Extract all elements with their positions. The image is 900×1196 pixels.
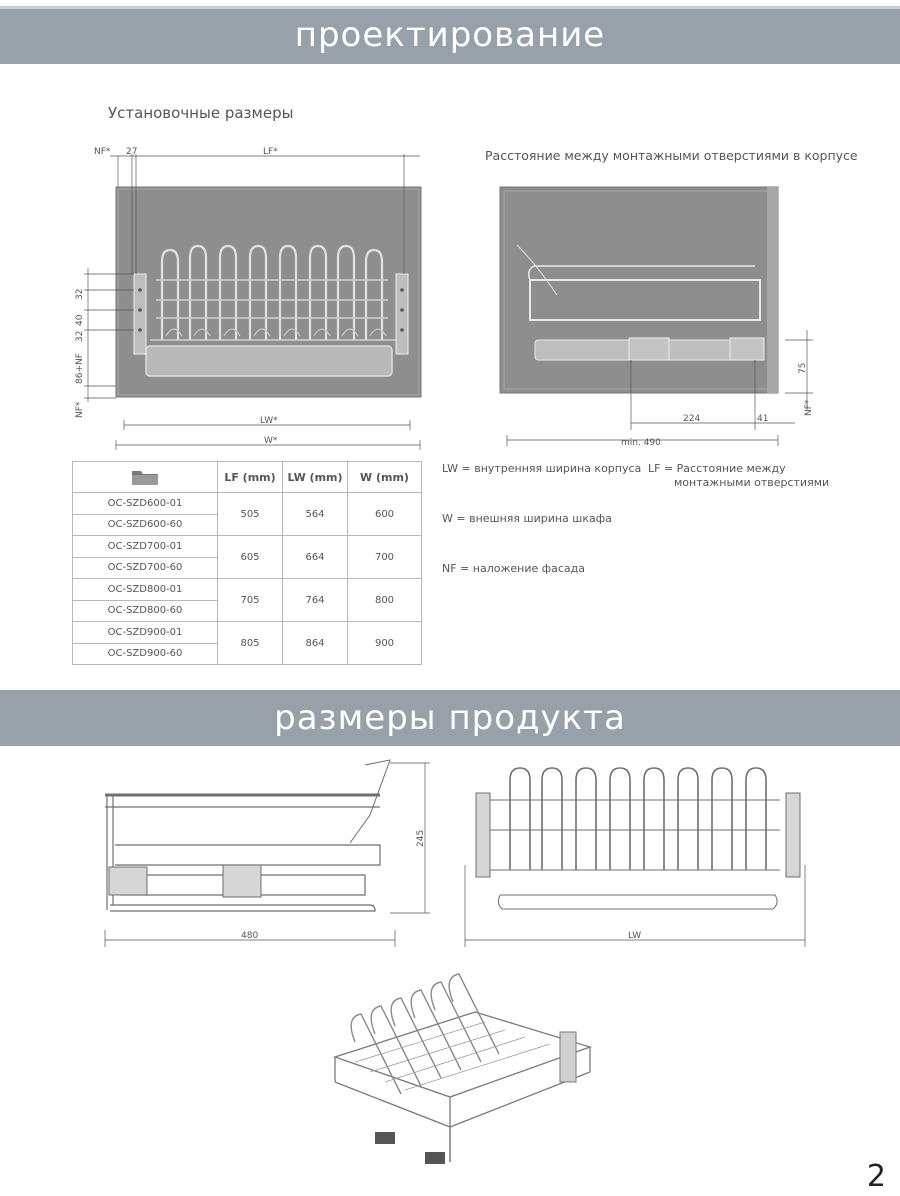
product-front-view: LW: [464, 767, 806, 947]
w-cell: 800: [347, 578, 422, 622]
side-plate-left: [108, 866, 148, 896]
dim-41-label: 41: [757, 414, 768, 424]
legend-lf-line1: LF = Расстояние между: [648, 462, 786, 475]
model-cell: OC-SZD900-01: [72, 621, 218, 644]
w-cell: 700: [347, 535, 422, 579]
model-cell: OC-SZD700-60: [72, 556, 218, 579]
left-bracket: [133, 273, 147, 355]
lf-cell: 605: [217, 535, 283, 579]
dim-245-label: 245: [416, 830, 426, 847]
iso-bracket: [559, 1031, 577, 1083]
dim-27-label: 27: [126, 147, 137, 157]
lw-cell: 664: [282, 535, 348, 579]
product-isometric-view: [332, 973, 593, 1164]
table-row: OC-SZD800-01 705 764 800: [72, 578, 422, 622]
dim-480-label: 480: [241, 931, 258, 941]
model-cell: OC-SZD800-01: [72, 578, 218, 601]
table-row: OC-SZD900-60: [72, 642, 422, 665]
page-number: 2: [866, 1159, 886, 1194]
legend-lw: LW = внутренняя ширина корпуса: [442, 462, 642, 475]
dim-32-label: 32: [75, 289, 85, 300]
lf-cell: 805: [217, 621, 283, 665]
section-header-design: проектирование: [0, 6, 900, 64]
dim-86nf-label: 86+NF: [75, 353, 85, 384]
size-spec-table: LF (mm) LW (mm) W (mm) OC-SZD600-01 505 …: [72, 461, 422, 665]
model-cell: OC-SZD600-01: [72, 492, 218, 515]
dim-min490-label: min. 490: [621, 438, 661, 448]
table-header-w: W (mm): [347, 461, 422, 493]
side-plate-right: [222, 864, 262, 898]
side-installation-drawing: 224 41 min. 490 75 NF*: [499, 186, 814, 448]
w-cell: 600: [347, 492, 422, 536]
cabinet-side-panel: [499, 186, 779, 394]
product-side-view: 245 480: [104, 759, 430, 947]
model-cell: OC-SZD900-60: [72, 642, 218, 665]
w-cell: 900: [347, 621, 422, 665]
table-header-row: LF (mm) LW (mm) W (mm): [72, 461, 422, 493]
model-cell: OC-SZD600-60: [72, 513, 218, 536]
iso-foot-left: [375, 1132, 395, 1144]
model-cell: OC-SZD800-60: [72, 599, 218, 622]
section-header-product-size: размеры продукта: [0, 690, 900, 746]
lw-cell: 864: [282, 621, 348, 665]
drip-tray: [145, 345, 393, 377]
right-bracket: [395, 273, 409, 355]
dim-32c-label: 32: [75, 331, 85, 342]
table-row: OC-SZD700-01 605 664 700: [72, 535, 422, 579]
mount-plate-right: [729, 337, 765, 361]
dim-nf-right-label: NF*: [804, 399, 814, 416]
legend-lf-line2: монтажными отверстиями: [674, 476, 830, 489]
table-header-icon-cell: [72, 461, 218, 493]
lw-cell: 564: [282, 492, 348, 536]
dim-nf-label: NF*: [94, 147, 111, 157]
dim-40-label: 40: [75, 314, 85, 326]
dim-lf-label: LF*: [263, 147, 278, 157]
dim-nf2-label: NF*: [75, 401, 85, 418]
dim-224-label: 224: [683, 414, 700, 424]
folder-icon: [132, 471, 158, 485]
model-cell: OC-SZD700-01: [72, 535, 218, 558]
installation-dimensions-title: Установочные размеры: [108, 104, 294, 122]
lf-cell: 705: [217, 578, 283, 622]
header-top-rule: [0, 6, 900, 9]
table-header-lf: LF (mm): [217, 461, 283, 493]
legend-nf: NF = наложение фасада: [442, 562, 586, 575]
dim-w-label: W*: [264, 436, 278, 446]
dish-rack-wires: [160, 244, 384, 340]
dim-75-label: 75: [798, 363, 808, 374]
mounting-holes-caption: Расстояние между монтажными отверстиями …: [485, 148, 858, 163]
lf-cell: 505: [217, 492, 283, 536]
dim-lw-label: LW*: [260, 416, 278, 426]
mount-plate-left: [628, 337, 670, 361]
drawer-frame: [529, 279, 761, 321]
lw-cell: 764: [282, 578, 348, 622]
table-header-lw: LW (mm): [282, 461, 348, 493]
dim-lw-product-label: LW: [628, 931, 641, 941]
front-bracket-right: [785, 792, 801, 878]
iso-foot-right: [425, 1152, 445, 1164]
front-bracket-left: [475, 792, 491, 878]
table-row: OC-SZD900-01 805 864 900: [72, 621, 422, 665]
table-row: OC-SZD600-01 505 564 600: [72, 492, 422, 536]
front-installation-drawing: NF* 27 LF* LW* W* 32 40 32 86+NF NF*: [75, 147, 422, 450]
legend-w: W = внешняя ширина шкафа: [442, 512, 612, 525]
